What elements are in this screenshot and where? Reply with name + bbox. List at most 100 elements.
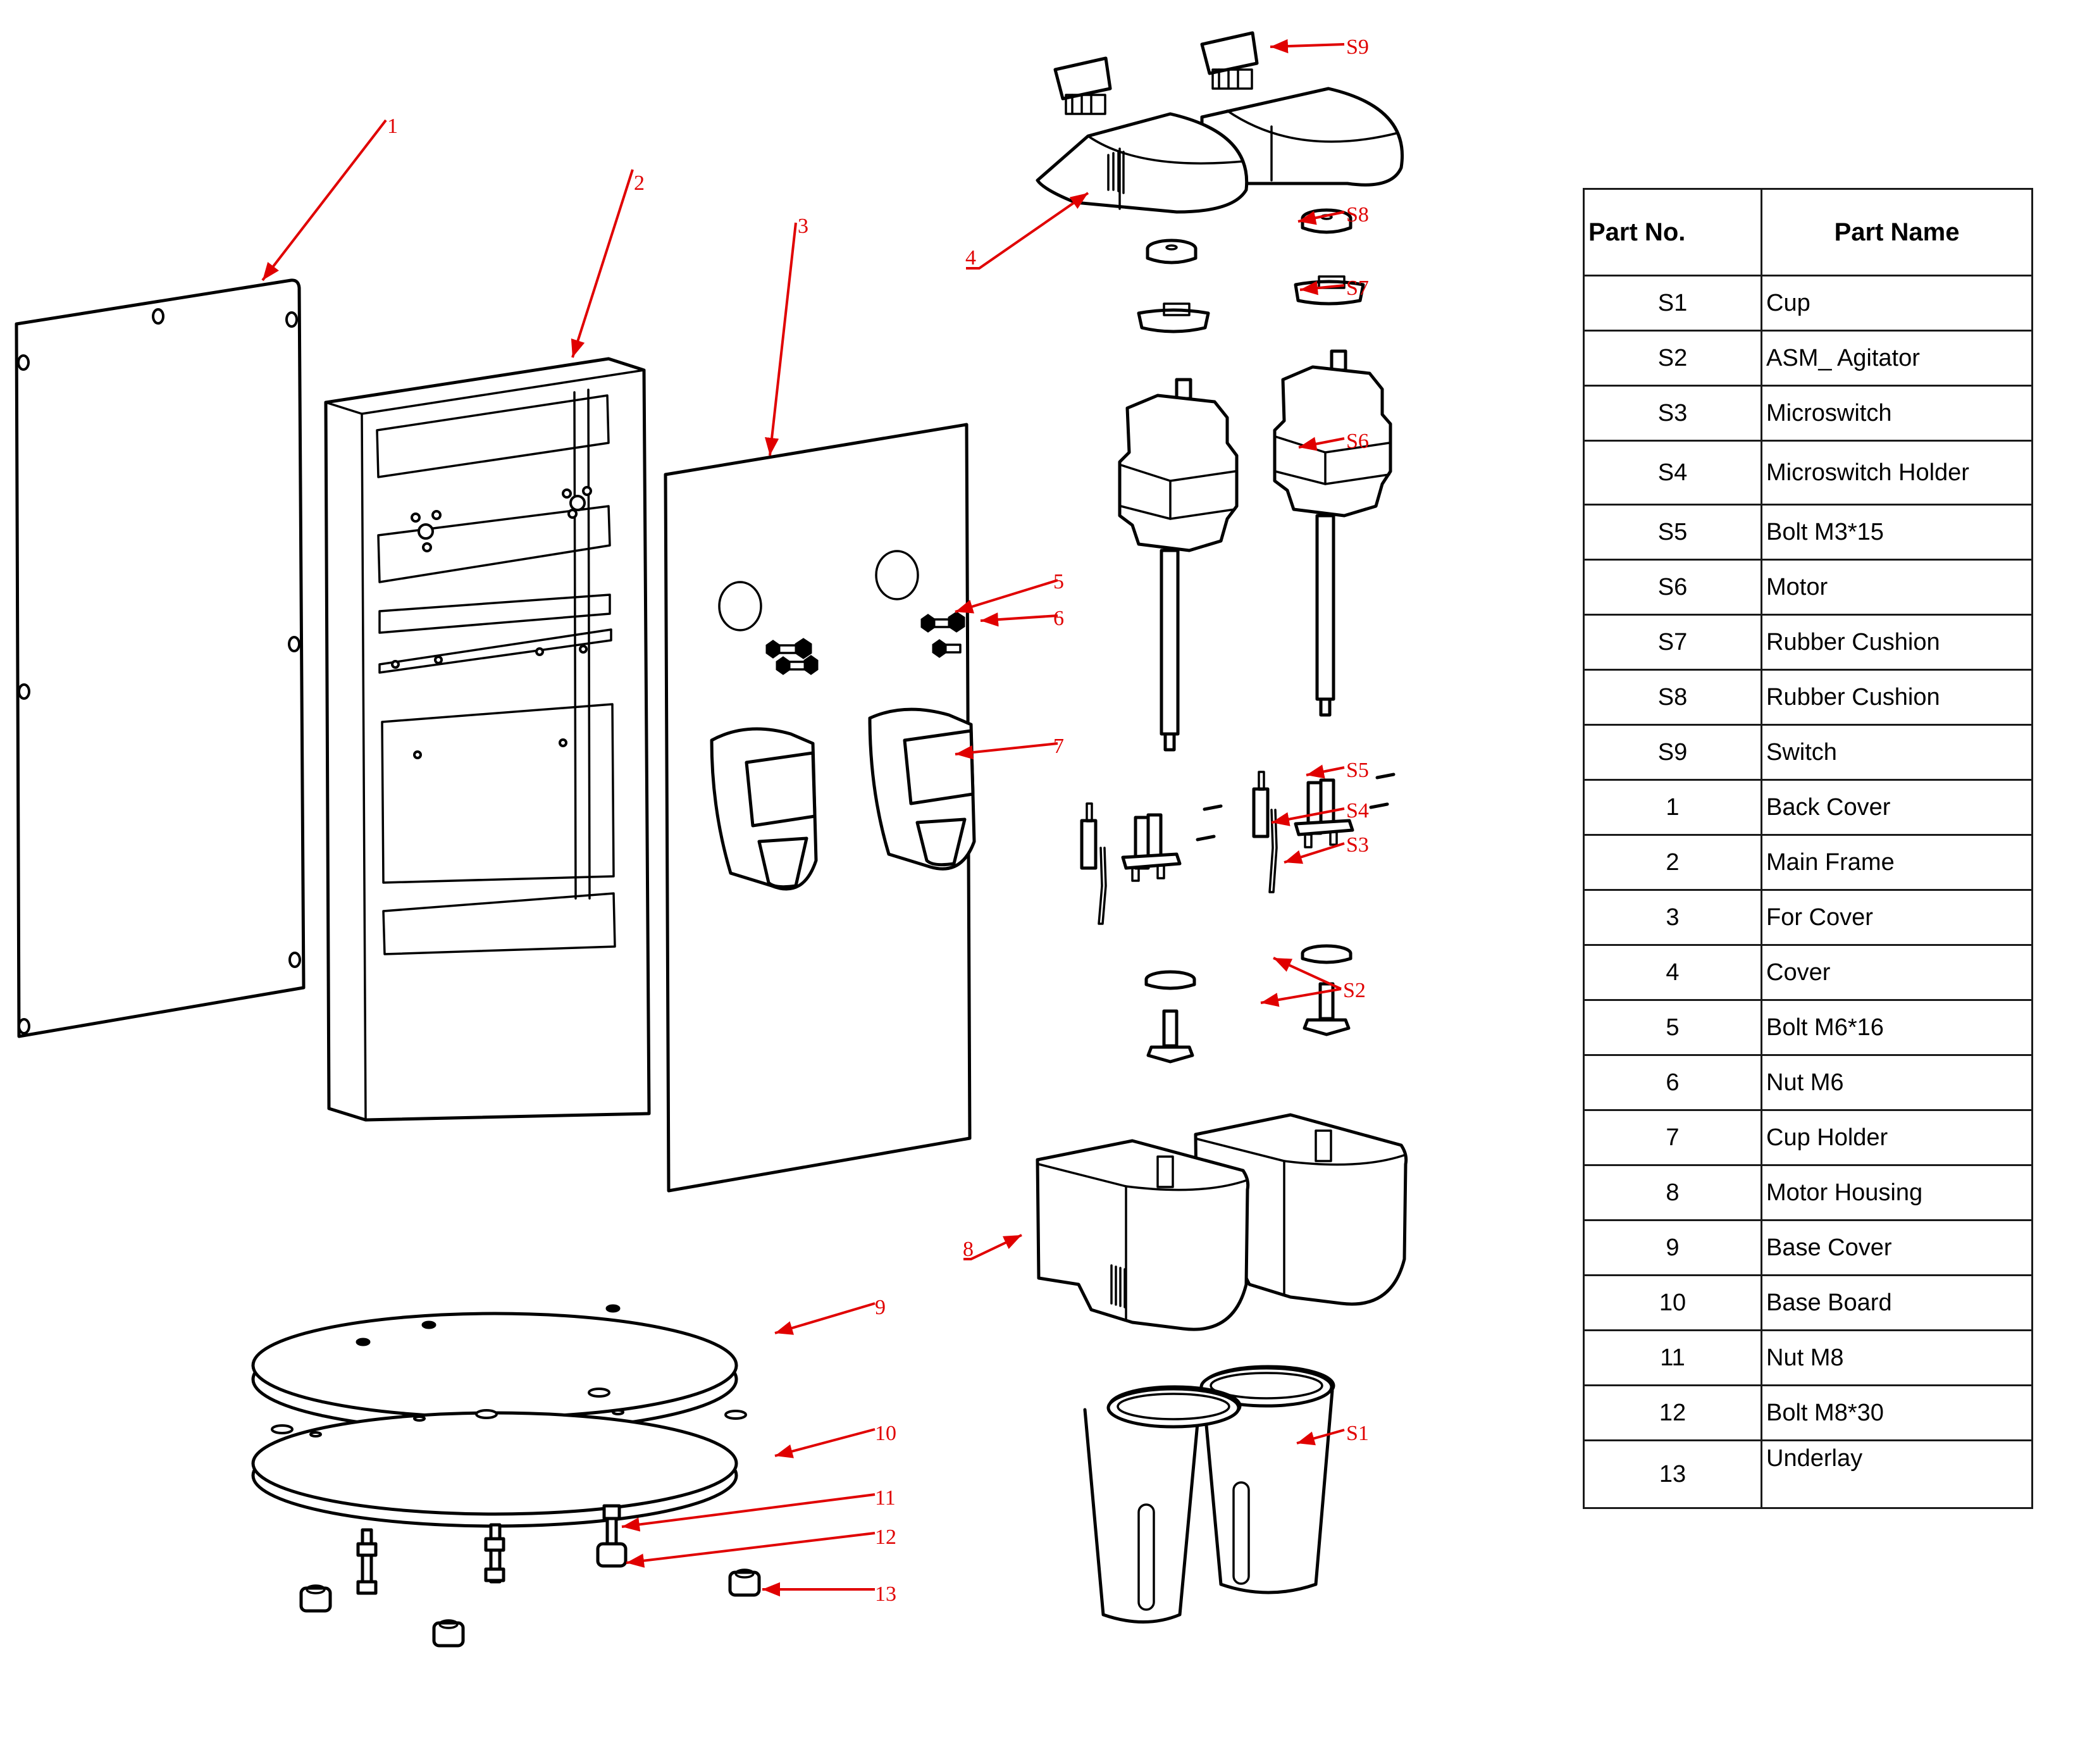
- cell-part-name: Bolt M8*30: [1761, 1384, 2033, 1441]
- agitator-left: [1144, 970, 1196, 1064]
- bolt-group-left: [765, 638, 819, 675]
- callout-S4: S4: [1271, 799, 1369, 826]
- cell-part-name: Rubber Cushion: [1761, 669, 2033, 726]
- cell-part-name: Base Board: [1761, 1274, 2033, 1331]
- callout-S9: S9: [1270, 35, 1369, 59]
- cell-part-name: Cup Holder: [1761, 1109, 2033, 1166]
- cell-part-no: 6: [1583, 1054, 1762, 1111]
- header-part-no: Part No.: [1583, 188, 1762, 276]
- cell-part-no: S3: [1583, 385, 1762, 442]
- cell-part-name: Nut M6: [1761, 1054, 2033, 1111]
- cell-part-no: 3: [1583, 889, 1762, 946]
- microswitch-right: [1252, 771, 1278, 893]
- cell-part-no: 5: [1583, 999, 1762, 1056]
- callout-S1: S1: [1296, 1422, 1369, 1446]
- svg-text:S5: S5: [1346, 759, 1369, 782]
- svg-text:6: 6: [1053, 607, 1064, 630]
- cup-holder-right: [868, 707, 976, 871]
- callout-S8: S8: [1297, 203, 1369, 227]
- microswitch-holder-left: [1121, 813, 1182, 882]
- callout-S7: S7: [1299, 276, 1369, 300]
- cover-left: [1036, 112, 1249, 214]
- callouts: 1 2 3 4 5 6 7 8 9 10 11 12 13 S1 S2 S3 S…: [261, 35, 1369, 1606]
- cell-part-name: Bolt M3*15: [1761, 504, 2033, 561]
- callout-11: 11: [621, 1486, 896, 1532]
- cell-part-no: S6: [1583, 559, 1762, 616]
- cell-part-name: Nut M8: [1761, 1329, 2033, 1386]
- svg-text:4: 4: [965, 246, 976, 270]
- rubber-cushion-s7-left: [1137, 302, 1210, 333]
- cell-part-no: 4: [1583, 944, 1762, 1001]
- callout-3: 3: [764, 214, 808, 456]
- svg-text:S4: S4: [1346, 799, 1369, 823]
- back-cover-panel: [15, 278, 306, 1038]
- callout-5: 5: [955, 570, 1064, 614]
- svg-text:S8: S8: [1346, 203, 1369, 227]
- switch-left: [1053, 56, 1112, 115]
- cell-part-no: 8: [1583, 1164, 1762, 1221]
- svg-text:S3: S3: [1346, 833, 1369, 857]
- svg-text:S2: S2: [1343, 979, 1366, 1002]
- callout-8: 8: [963, 1234, 1022, 1261]
- callout-S5: S5: [1306, 759, 1369, 782]
- cell-part-no: S2: [1583, 330, 1762, 387]
- cell-part-no: 9: [1583, 1219, 1762, 1276]
- microswitch-left: [1080, 802, 1107, 925]
- svg-text:10: 10: [875, 1422, 896, 1445]
- cell-part-name: Cover: [1761, 944, 2033, 1001]
- cell-part-name: Microswitch Holder: [1761, 440, 2033, 506]
- callout-10: 10: [774, 1422, 896, 1458]
- cell-part-name: Motor: [1761, 559, 2033, 616]
- cell-part-name: Rubber Cushion: [1761, 614, 2033, 671]
- svg-text:3: 3: [798, 214, 808, 238]
- svg-text:13: 13: [875, 1582, 896, 1606]
- cell-part-no: 11: [1583, 1329, 1762, 1386]
- cell-part-name: Main Frame: [1761, 834, 2033, 891]
- leveling-feet: [299, 1504, 761, 1648]
- svg-text:S6: S6: [1346, 430, 1369, 453]
- cell-part-no: 10: [1583, 1274, 1762, 1331]
- svg-text:2: 2: [634, 171, 645, 195]
- microswitch-holder-right: [1294, 778, 1354, 848]
- switch-right: [1200, 31, 1259, 90]
- cell-part-no: 1: [1583, 779, 1762, 836]
- svg-text:7: 7: [1053, 735, 1064, 758]
- cell-part-name: Back Cover: [1761, 779, 2033, 836]
- cell-part-name: Bolt M6*16: [1761, 999, 2033, 1056]
- bolts-m3: [1196, 773, 1396, 842]
- callout-6: 6: [980, 607, 1064, 630]
- cell-part-no: S1: [1583, 275, 1762, 332]
- callout-9: 9: [774, 1296, 886, 1335]
- vent-slots: [1110, 1264, 1126, 1308]
- front-cover-panel: [664, 423, 972, 1193]
- callout-S6: S6: [1298, 430, 1369, 453]
- callout-S2: S2: [1260, 957, 1366, 1007]
- callout-7: 7: [955, 735, 1064, 760]
- svg-text:8: 8: [963, 1238, 974, 1261]
- svg-text:11: 11: [875, 1486, 896, 1510]
- svg-text:12: 12: [875, 1525, 896, 1549]
- svg-text:S9: S9: [1346, 35, 1369, 59]
- svg-text:1: 1: [387, 115, 398, 138]
- cell-part-no: S9: [1583, 724, 1762, 781]
- vent-slots: [1107, 151, 1125, 194]
- svg-text:S1: S1: [1346, 1422, 1369, 1445]
- motor-housing-right: [1194, 1113, 1408, 1306]
- header-part-name: Part Name: [1761, 188, 2033, 276]
